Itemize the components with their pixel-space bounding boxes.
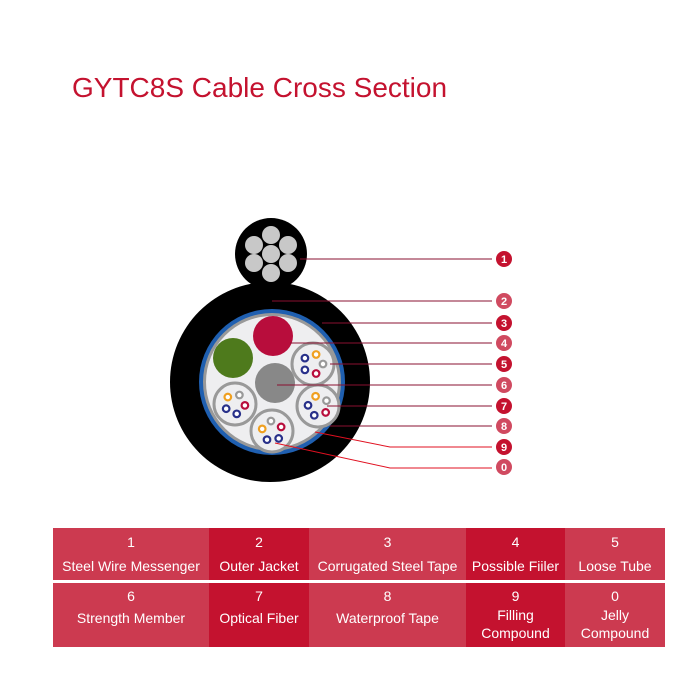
- possible-filler-green: [213, 338, 253, 378]
- optical-fiber: [311, 350, 321, 359]
- legend-label: Optical Fiber: [219, 610, 299, 626]
- legend-number: 1: [127, 534, 135, 550]
- legend-label: Strength Member: [76, 610, 186, 626]
- leader-line: [274, 442, 492, 469]
- legend-number: 7: [255, 588, 263, 604]
- callout-7: 7: [496, 398, 512, 414]
- loose-tube: [212, 381, 258, 427]
- svg-text:5: 5: [501, 359, 507, 371]
- possible-filler: [253, 316, 293, 356]
- strength-member: [255, 363, 295, 403]
- svg-text:2: 2: [501, 296, 507, 308]
- legend-number: 3: [383, 534, 392, 550]
- legend-label: Filling Compound: [481, 607, 550, 641]
- optical-fiber: [234, 390, 244, 400]
- optical-fiber: [257, 424, 267, 434]
- legend-label: Outer Jacket: [219, 558, 299, 574]
- callout-5: 5: [496, 356, 512, 372]
- legend-number: 9: [511, 588, 520, 604]
- legend-number: 2: [255, 534, 263, 550]
- svg-text:3: 3: [501, 318, 507, 330]
- optical-fiber: [311, 391, 320, 401]
- optical-fiber: [321, 408, 331, 417]
- callout-8: 8: [496, 418, 512, 434]
- svg-text:4: 4: [501, 338, 508, 350]
- optical-fiber: [309, 410, 319, 420]
- optical-fiber: [322, 396, 331, 406]
- legend-number: 6: [127, 588, 135, 604]
- legend-number: 5: [611, 534, 619, 550]
- legend-number: 8: [383, 588, 392, 604]
- legend-label: Steel Wire Messenger: [62, 558, 200, 574]
- optical-fiber: [318, 359, 328, 369]
- loose-tube: [249, 408, 295, 454]
- page-title: GYTC8S Cable Cross Section: [72, 72, 448, 103]
- cable-cross-section: 1 2 3 4 5 6 7 8 9 0: [170, 218, 512, 482]
- legend-number: 0: [611, 588, 619, 604]
- callout-9: 9: [496, 439, 512, 455]
- svg-text:1: 1: [501, 254, 507, 266]
- callout-6: 6: [496, 377, 512, 393]
- callout-0: 0: [496, 459, 512, 475]
- callout-4: 4: [496, 335, 512, 351]
- legend-label: Loose Tube: [578, 558, 652, 574]
- legend-number: 4: [511, 534, 520, 550]
- callout-2: 2: [496, 293, 512, 309]
- legend-label: Corrugated Steel Tape: [317, 558, 458, 574]
- leader-line: [314, 431, 492, 448]
- legend-label: Waterproof Tape: [336, 610, 439, 626]
- callout-3: 3: [496, 315, 512, 331]
- legend-label: Possible Fiiler: [471, 558, 560, 574]
- optical-fiber: [311, 369, 321, 378]
- optical-fiber: [300, 353, 310, 363]
- optical-fiber: [266, 416, 276, 426]
- optical-fiber: [303, 400, 313, 410]
- optical-fiber: [276, 422, 286, 432]
- optical-fiber: [262, 435, 272, 445]
- optical-fiber: [274, 434, 284, 443]
- svg-text:8: 8: [501, 421, 507, 433]
- svg-text:6: 6: [501, 380, 507, 392]
- svg-text:9: 9: [501, 442, 507, 454]
- loose-tube: [290, 341, 336, 387]
- optical-fiber: [300, 365, 310, 375]
- legend-label: Jelly Compound: [580, 607, 650, 641]
- steel-wire-messenger: [235, 218, 307, 290]
- optical-fiber: [232, 409, 242, 419]
- svg-text:7: 7: [501, 401, 507, 413]
- optical-fiber: [223, 392, 233, 402]
- optical-fiber: [221, 404, 231, 414]
- callout-1: 1: [496, 251, 512, 267]
- optical-fiber: [240, 400, 250, 410]
- loose-tube: [295, 383, 341, 429]
- svg-text:0: 0: [501, 462, 507, 474]
